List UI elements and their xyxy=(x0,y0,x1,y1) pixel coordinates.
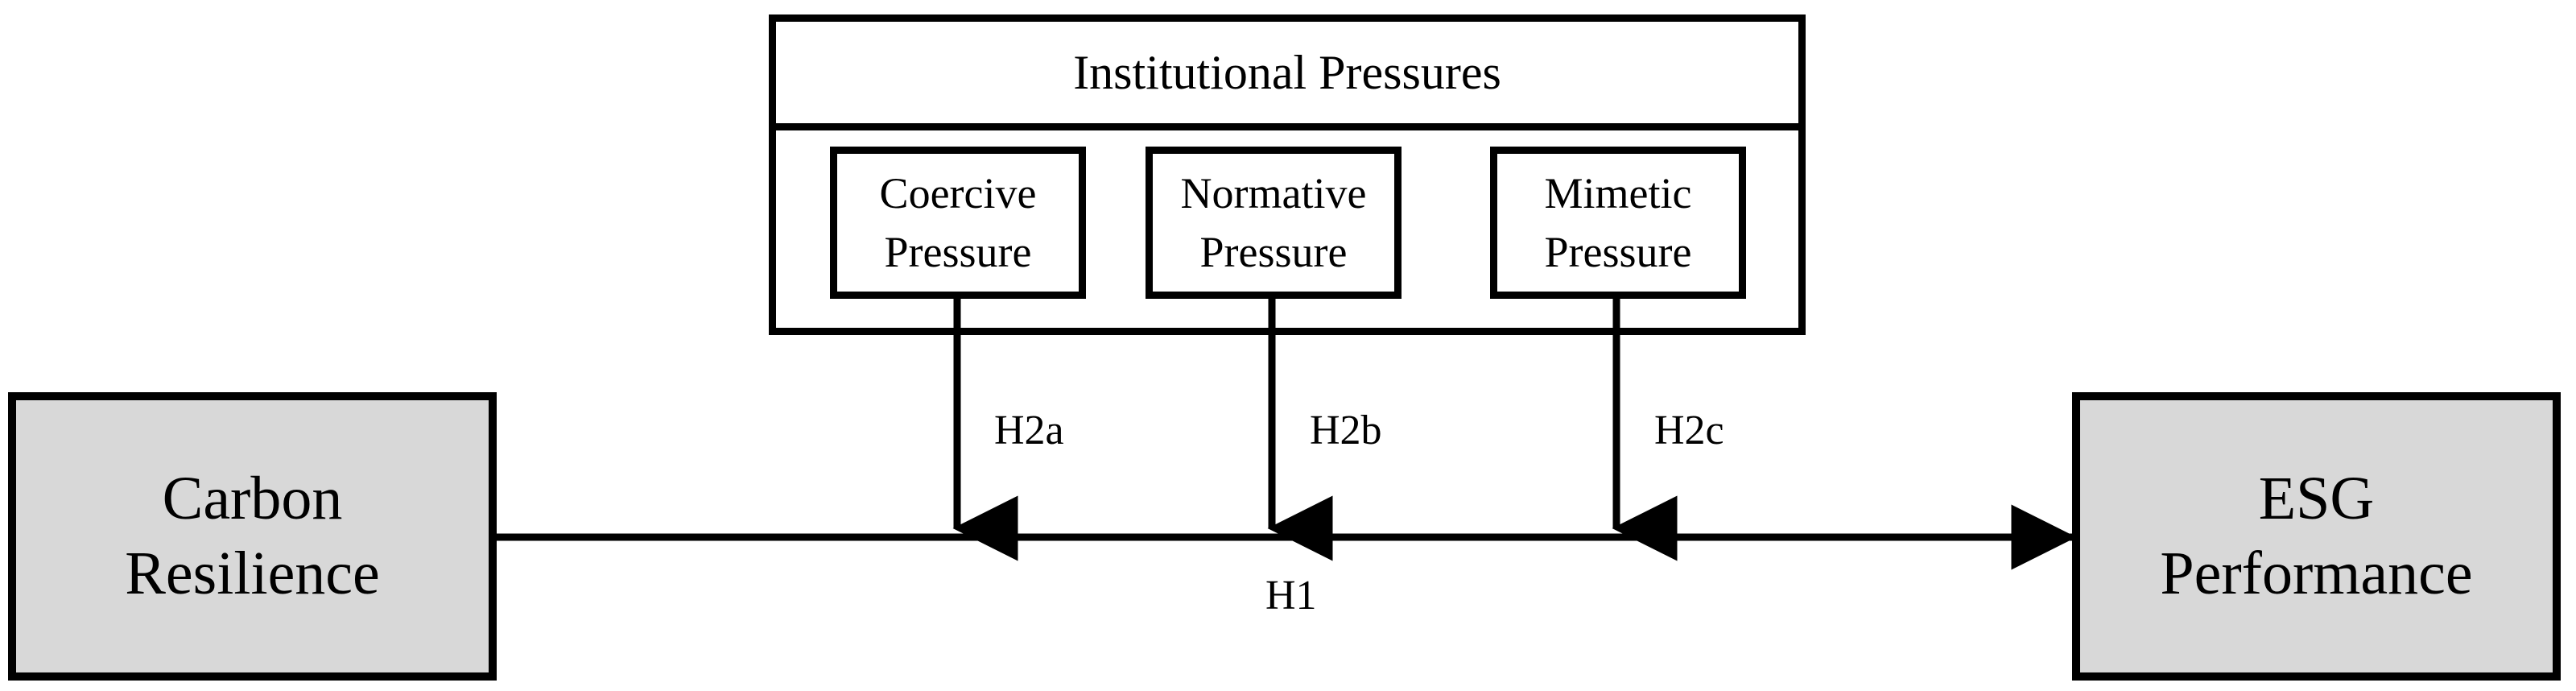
node-esg-performance-line1: ESG xyxy=(2258,464,2375,532)
edge-label-h2b: H2b xyxy=(1310,407,1382,454)
node-carbon-resilience-line1: Carbon xyxy=(162,464,343,532)
edge-label-h2a: H2a xyxy=(994,407,1064,454)
institutional-pressures-group xyxy=(769,14,1806,335)
edge-label-h2c: H2c xyxy=(1654,407,1724,454)
node-esg-performance[interactable]: ESG Performance xyxy=(2072,392,2561,681)
institutional-pressures-title: Institutional Pressures xyxy=(776,22,1798,123)
node-carbon-resilience-line2: Resilience xyxy=(125,540,380,607)
edge-label-h1: H1 xyxy=(1265,572,1317,619)
edge-label-h2c-text: H2c xyxy=(1654,408,1724,453)
institutional-pressures-title-text: Institutional Pressures xyxy=(1073,45,1501,99)
node-coercive-pressure-line1: Coercive xyxy=(879,169,1037,218)
node-normative-pressure-line1: Normative xyxy=(1180,169,1367,218)
edge-label-h1-text: H1 xyxy=(1265,573,1317,619)
edge-label-h2b-text: H2b xyxy=(1310,408,1382,453)
node-normative-pressure[interactable]: Normative Pressure xyxy=(1146,147,1402,299)
node-esg-performance-line2: Performance xyxy=(2160,540,2473,607)
node-mimetic-pressure[interactable]: Mimetic Pressure xyxy=(1490,147,1746,299)
edge-label-h2a-text: H2a xyxy=(994,408,1064,453)
node-coercive-pressure[interactable]: Coercive Pressure xyxy=(830,147,1086,299)
node-carbon-resilience[interactable]: Carbon Resilience xyxy=(8,392,497,681)
node-mimetic-pressure-line2: Pressure xyxy=(1544,227,1692,276)
node-normative-pressure-line2: Pressure xyxy=(1199,227,1348,276)
node-mimetic-pressure-line1: Mimetic xyxy=(1544,169,1692,218)
institutional-pressures-divider xyxy=(776,123,1798,130)
node-coercive-pressure-line2: Pressure xyxy=(884,227,1032,276)
